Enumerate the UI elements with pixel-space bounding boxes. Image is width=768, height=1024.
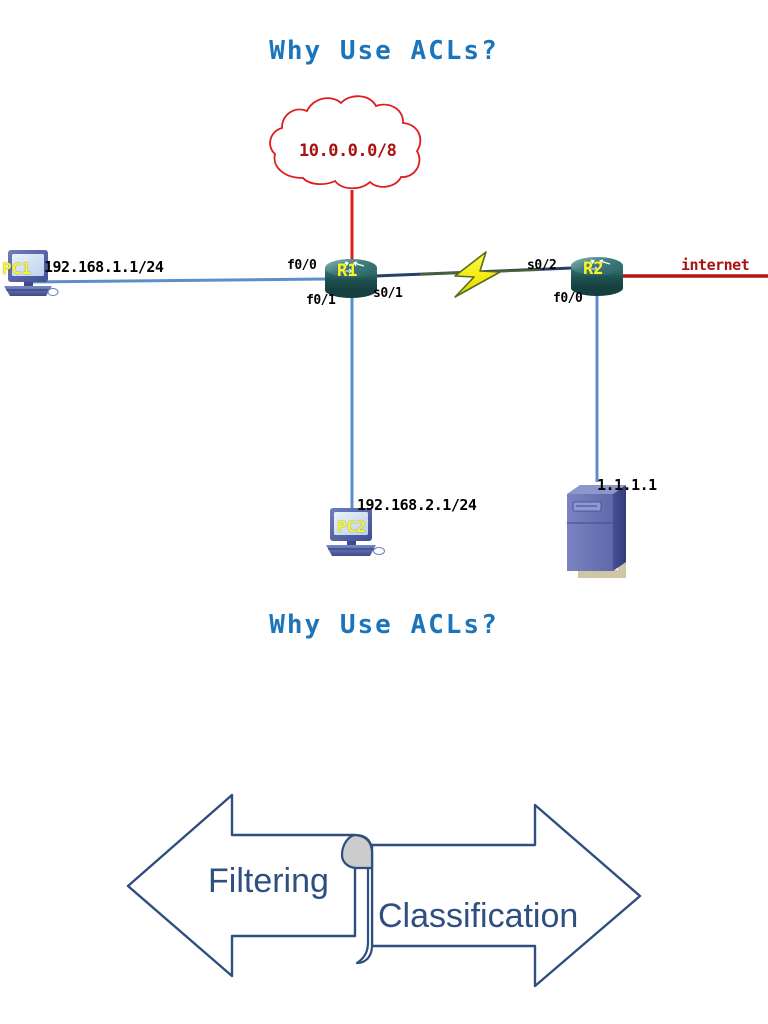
page-title-top: Why Use ACLs?: [269, 36, 499, 66]
interface-label-r2-s02: s0/2: [527, 258, 557, 273]
device-pc2[interactable]: [326, 508, 385, 556]
ip-label-pc1: 192.168.1.1/24: [44, 258, 164, 276]
device-r1[interactable]: [325, 259, 377, 298]
ribbon-fold-edge: [353, 833, 374, 965]
link-pc1-r1: [25, 277, 327, 284]
cloud-network-label: 10.0.0.0/8: [299, 141, 397, 161]
interface-label-r2-f00: f0/0: [553, 291, 583, 306]
interface-label-r1-f00: f0/0: [287, 258, 317, 273]
internet-label: internet: [681, 256, 750, 274]
interface-label-r1-f01: f0/1: [306, 293, 336, 308]
ip-label-pc2: 192.168.2.1/24: [357, 496, 477, 514]
link-serial-accent: [419, 269, 541, 275]
arrow-right-label: Classification: [378, 897, 579, 935]
device-pc1[interactable]: [4, 250, 59, 296]
interface-label-r1-s01: s0/1: [373, 286, 403, 301]
device-r2[interactable]: [571, 257, 623, 296]
arrow-left-label: Filtering: [208, 862, 329, 900]
arrow-left-shape[interactable]: [126, 793, 357, 978]
device-server[interactable]: [567, 485, 626, 578]
page-title-middle: Why Use ACLs?: [269, 610, 499, 640]
arrow-right-shape[interactable]: [370, 803, 642, 988]
ip-label-server: 1.1.1.1: [597, 476, 657, 494]
serial-lightning-bolt: [454, 251, 501, 298]
